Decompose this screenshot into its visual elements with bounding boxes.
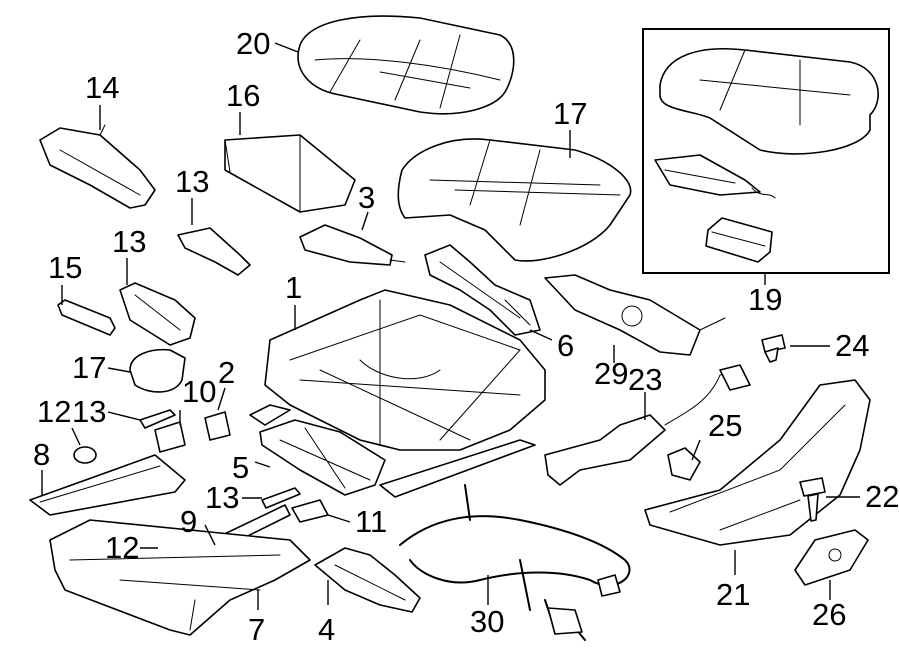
callout-2: 2 xyxy=(218,355,235,390)
part-3-bracket xyxy=(299,224,406,266)
part-26-screw xyxy=(761,334,786,363)
callout-18: 14 xyxy=(85,70,119,105)
part-1-seat-frame xyxy=(264,289,546,451)
part-2-clip xyxy=(204,411,231,441)
inset-frame xyxy=(642,28,890,274)
part-13a-pin xyxy=(139,409,176,429)
part-29-trim xyxy=(544,274,726,356)
callout-10: 10 xyxy=(182,374,216,409)
part-13b-pin xyxy=(261,487,301,509)
callout-22: 20 xyxy=(236,26,270,61)
callout-3: 3 xyxy=(358,180,375,215)
frame-track xyxy=(249,404,536,498)
part-19-seat-cushion xyxy=(397,138,632,262)
part-25-harness xyxy=(544,364,751,486)
part-18-bracket xyxy=(39,124,156,209)
callout-15: 13 xyxy=(112,224,146,259)
callout-16: 15 xyxy=(48,250,82,285)
callout-5: 5 xyxy=(232,450,249,485)
part-27-clip xyxy=(667,447,701,481)
callout-24: 22 xyxy=(865,479,899,514)
part-17-cap xyxy=(129,348,186,393)
callout-25: 23 xyxy=(628,362,662,397)
part-12a-pad xyxy=(73,446,97,464)
callout-19: 17 xyxy=(553,96,587,131)
callout-21: 19 xyxy=(748,282,782,317)
part-6-bracket xyxy=(424,244,541,336)
callout-8: 8 xyxy=(33,437,50,472)
part-20-cushion-pad xyxy=(224,134,356,213)
part-24-bolt xyxy=(799,477,826,522)
callout-23: 21 xyxy=(716,577,750,612)
part-4-bracket xyxy=(314,547,421,613)
part-16-strap xyxy=(57,299,116,336)
inset-control-module xyxy=(705,217,773,263)
callout-13a: 13 xyxy=(72,394,106,429)
callout-29: 29 xyxy=(594,356,628,391)
callout-13b: 13 xyxy=(205,480,239,515)
part-22-cushion-cover xyxy=(297,15,515,115)
part-10-block xyxy=(154,421,186,453)
part-8-rail xyxy=(29,454,186,516)
callout-11: 11 xyxy=(355,504,387,539)
callout-4: 4 xyxy=(318,612,335,647)
callout-28: 26 xyxy=(812,597,846,632)
callout-27: 25 xyxy=(708,408,742,443)
callout-1: 1 xyxy=(285,270,302,305)
callout-6: 6 xyxy=(557,328,574,363)
part-5-seat-pan xyxy=(259,419,386,496)
part-15-cover xyxy=(119,282,196,346)
callout-7: 7 xyxy=(248,612,265,647)
inset-sensor-mat xyxy=(654,154,776,199)
part-11-block xyxy=(291,499,329,523)
callout-30: 30 xyxy=(470,604,504,639)
part-28-switch xyxy=(794,529,869,586)
callout-26: 24 xyxy=(835,328,869,363)
callout-12a: 12 xyxy=(37,394,71,429)
part-30-wire-harness xyxy=(399,484,631,641)
part-14-bracket xyxy=(177,227,251,276)
part-7-lower-frame xyxy=(49,519,311,636)
inset-seat-cushion xyxy=(659,47,879,155)
callout-17: 17 xyxy=(72,350,106,385)
callout-9: 9 xyxy=(180,504,197,539)
callout-12b: 12 xyxy=(105,530,139,565)
callout-20: 16 xyxy=(226,78,260,113)
callout-14: 13 xyxy=(175,164,209,199)
leader-lines xyxy=(41,42,860,610)
